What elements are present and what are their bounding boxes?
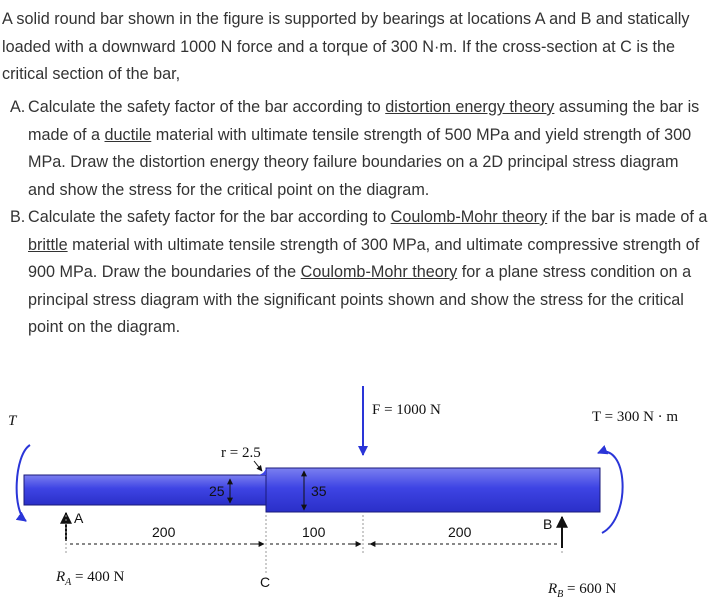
question-b-text-2: if the bar is made of a [547,208,708,226]
reaction-b-subscript: B [557,589,563,600]
reaction-a-subscript: A [64,577,72,588]
left-torque-arrow: T [8,413,31,522]
question-a-marker: A. [10,98,26,116]
support-a-label: A [74,510,84,526]
length-1-label: 200 [152,524,176,540]
bar-figure: T T = 300 N · m F = 1000 N r = 2.5 25 35… [8,386,678,600]
length-3-label: 200 [448,524,472,540]
question-b: B. Calculate the safety factor for the b… [0,204,709,342]
question-b-text-4: for a plane stress condition on a princi… [28,263,692,336]
reaction-a-label: RA = 400 N [55,569,124,588]
reaction-b-value: = 600 N [563,581,616,597]
large-diameter-label: 35 [311,483,327,499]
left-torque-label: T [8,413,18,429]
question-b-text-1: Calculate the safety factor for the bar … [28,208,391,226]
length-dimensions: 200 100 200 [65,515,563,573]
problem-intro: A solid round bar shown in the figure is… [2,10,690,83]
round-bar [23,467,601,513]
small-diameter-label: 25 [209,483,225,499]
reaction-b-symbol: R [547,581,557,597]
fillet-radius-label: r = 2.5 [221,445,261,461]
question-a-text-2: assuming the bar is made of a [28,98,700,144]
fillet-shape [256,468,266,475]
support-b: B [543,515,568,548]
support-a: A [60,510,84,541]
large-diameter-dimension: 35 [301,470,327,511]
force-arrow: F = 1000 N [358,386,441,456]
fillet-radius: r = 2.5 [221,445,263,472]
question-a-text-3: material with ultimate tensile strength … [28,125,692,199]
reaction-a-symbol: R [55,569,65,585]
question-b-text-3: material with ultimate tensile strength … [28,235,700,282]
small-diameter-dimension: 25 [209,478,233,504]
force-label: F = 1000 N [372,402,441,418]
right-torque-label: T = 300 N · m [592,409,678,425]
distortion-energy-theory-term: distortion energy theory [385,98,555,116]
support-b-label: B [543,516,552,532]
large-diameter-section [265,467,601,513]
brittle-term: brittle [28,235,68,254]
reaction-a-value: = 400 N [71,569,124,585]
reaction-b-label: RB = 600 N [547,581,616,600]
ductile-term: ductile [104,125,152,144]
coulomb-mohr-theory-term: Coulomb-Mohr theory [390,208,548,226]
coulomb-mohr-theory-term-2: Coulomb-Mohr theory [300,263,458,281]
question-a-text-1: Calculate the safety factor of the bar a… [28,98,386,116]
question-b-marker: B. [10,208,26,226]
right-torque-arrow: T = 300 N · m [592,409,678,534]
question-list: A. Calculate the safety factor of the ba… [0,94,711,342]
section-c-label: C [260,574,270,590]
question-a: A. Calculate the safety factor of the ba… [0,94,709,204]
length-2-label: 100 [302,524,326,540]
